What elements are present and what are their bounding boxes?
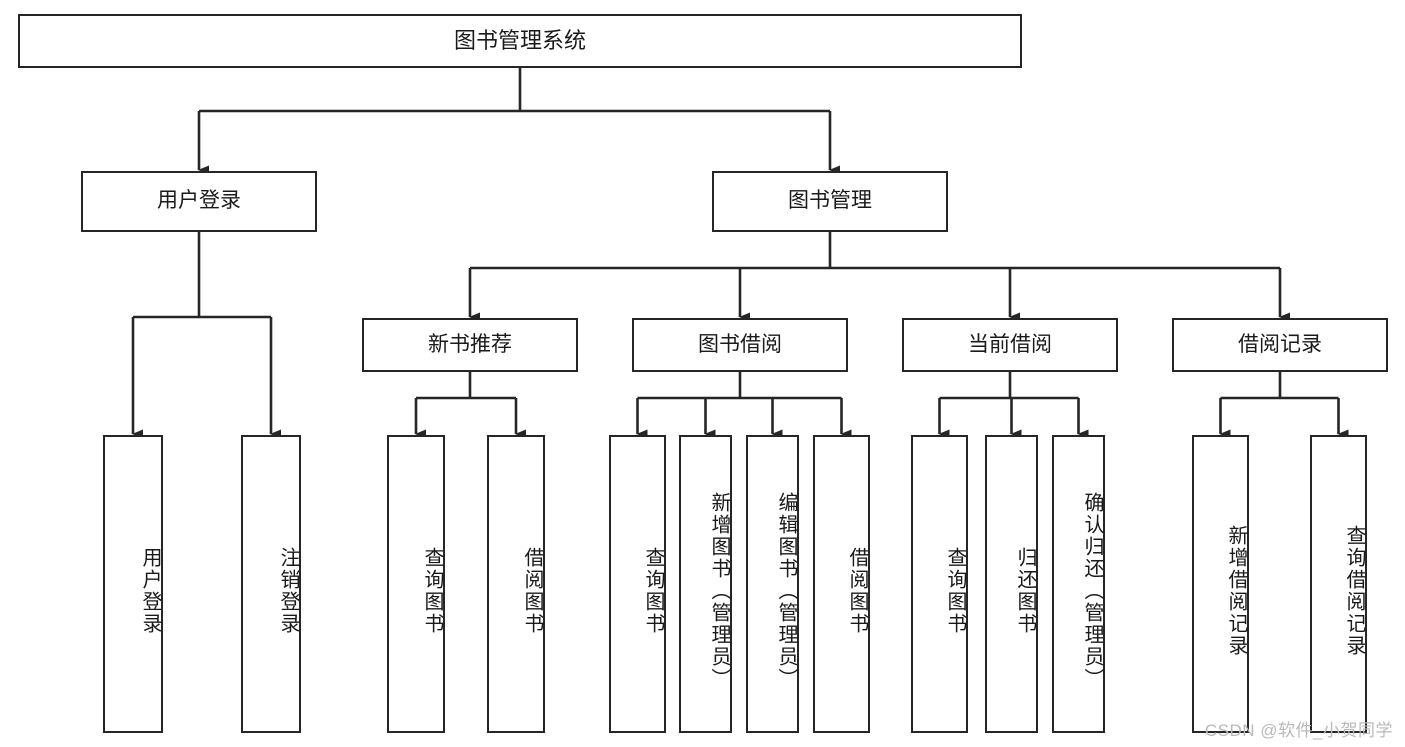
node-leaf-query-record[interactable]: 查询借阅记录 bbox=[1310, 435, 1367, 733]
node-leaf-confirm-return[interactable]: 确认归还（管理员） bbox=[1052, 435, 1105, 733]
node-leaf-return-book[interactable]: 归还图书 bbox=[985, 435, 1038, 733]
node-leaf-query-book-2[interactable]: 查询图书 bbox=[609, 435, 666, 733]
node-label: 查询借阅记录 bbox=[1343, 525, 1365, 657]
node-leaf-add-book[interactable]: 新增图书（管理员） bbox=[679, 435, 732, 733]
node-leaf-borrow-book-2[interactable]: 借阅图书 bbox=[813, 435, 870, 733]
node-label: 归还图书 bbox=[1014, 547, 1036, 635]
node-label: 新书推荐 bbox=[428, 332, 512, 356]
node-label: 图书借阅 bbox=[698, 332, 782, 356]
node-label: 查询图书 bbox=[944, 547, 966, 635]
node-current-borrow[interactable]: 当前借阅 bbox=[902, 318, 1118, 372]
node-label: 新增借阅记录 bbox=[1225, 525, 1247, 657]
node-label: 图书管理 bbox=[788, 189, 872, 213]
node-leaf-user-login[interactable]: 用户登录 bbox=[103, 435, 163, 733]
node-label: 用户登录 bbox=[139, 547, 161, 635]
node-book-manage[interactable]: 图书管理 bbox=[712, 171, 948, 232]
watermark-label: CSDN @软件_小贺同学 bbox=[1204, 721, 1393, 740]
node-root[interactable]: 图书管理系统 bbox=[18, 14, 1022, 68]
node-leaf-query-book-3[interactable]: 查询图书 bbox=[911, 435, 968, 733]
node-label: 查询图书 bbox=[642, 547, 664, 635]
node-label: 当前借阅 bbox=[968, 332, 1052, 356]
node-borrow-record[interactable]: 借阅记录 bbox=[1172, 318, 1388, 372]
node-new-book-rec[interactable]: 新书推荐 bbox=[362, 318, 578, 372]
node-label: 借阅记录 bbox=[1238, 332, 1322, 356]
node-label: 借阅图书 bbox=[846, 547, 868, 635]
node-leaf-logout[interactable]: 注销登录 bbox=[241, 435, 301, 733]
node-label: 图书管理系统 bbox=[453, 28, 586, 54]
node-label: 确认归还（管理员） bbox=[1081, 492, 1103, 690]
node-label: 注销登录 bbox=[277, 547, 299, 635]
node-leaf-add-record[interactable]: 新增借阅记录 bbox=[1192, 435, 1249, 733]
node-label: 借阅图书 bbox=[521, 547, 543, 635]
node-label: 查询图书 bbox=[421, 547, 443, 635]
node-label: 新增图书（管理员） bbox=[708, 492, 730, 690]
node-leaf-query-book-1[interactable]: 查询图书 bbox=[387, 435, 445, 733]
node-label: 编辑图书（管理员） bbox=[775, 492, 797, 690]
node-label: 用户登录 bbox=[157, 189, 241, 213]
node-leaf-edit-book[interactable]: 编辑图书（管理员） bbox=[746, 435, 799, 733]
node-user-login[interactable]: 用户登录 bbox=[81, 171, 317, 232]
node-book-borrow[interactable]: 图书借阅 bbox=[632, 318, 848, 372]
node-leaf-borrow-book-1[interactable]: 借阅图书 bbox=[487, 435, 545, 733]
